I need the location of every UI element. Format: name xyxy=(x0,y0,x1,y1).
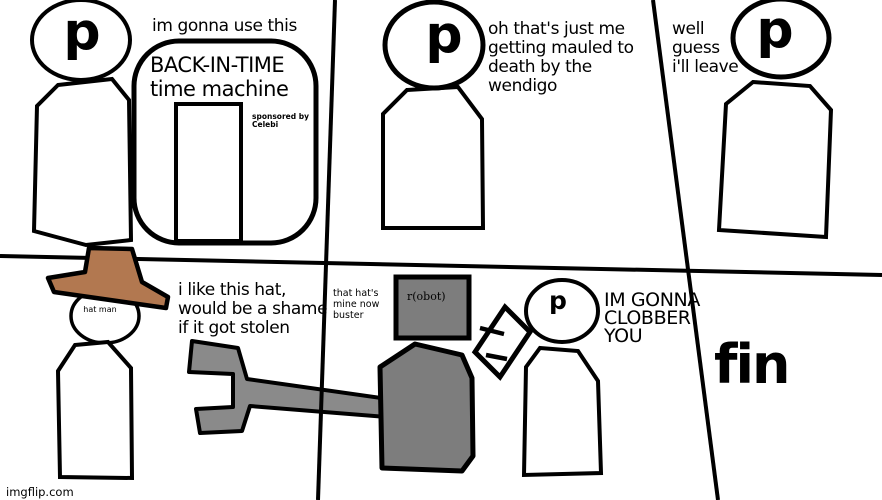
time-machine-title-line2: time machine xyxy=(150,77,288,101)
speech-hatman-line: i like this hat, xyxy=(178,280,286,300)
speech-p3-line: well xyxy=(672,19,704,39)
character-p2-head xyxy=(382,0,486,91)
speech-hatman-line: if it got stolen xyxy=(178,318,290,338)
hat-shape xyxy=(45,245,171,311)
speech-p2-line: getting mauled to xyxy=(488,38,634,58)
character-p1-body xyxy=(31,76,134,248)
speech-p2-line: wendigo xyxy=(488,76,557,96)
claw-finger-line xyxy=(485,352,508,362)
speech-p4-line: YOU xyxy=(603,325,642,347)
speech-p2-line: oh that's just me xyxy=(488,19,625,39)
character-p1-label: p xyxy=(63,2,100,62)
speech-p3-line: guess xyxy=(672,38,720,58)
robot-label: r(obot) xyxy=(407,290,446,303)
speech-p2-line: death by the xyxy=(488,57,592,77)
divider-vertical-right xyxy=(651,0,720,500)
character-p2-label: p xyxy=(425,5,462,65)
character-p4-head xyxy=(524,278,600,344)
robot-speech-line: mine now xyxy=(333,299,380,310)
speech-p3-line: i'll leave xyxy=(672,57,738,77)
robot-body xyxy=(377,341,476,474)
sponsor-note-line1: sponsored by xyxy=(252,112,309,121)
robot-speech-line: buster xyxy=(333,310,364,321)
character-p4-body xyxy=(521,345,604,478)
time-machine-door xyxy=(174,102,243,243)
imgflip-watermark: imgflip.com xyxy=(6,485,74,499)
robot-head xyxy=(393,274,472,341)
wrench-shape xyxy=(187,339,390,435)
character-p3-body xyxy=(716,79,834,240)
character-p1-head xyxy=(30,0,132,82)
character-p3-label: p xyxy=(756,0,793,60)
fin-text: fin xyxy=(714,333,788,396)
speech-p1: im gonna use this xyxy=(152,16,298,36)
hatman-label: hat man xyxy=(83,305,116,314)
time-machine-title-line1: BACK-IN-TIME xyxy=(150,53,284,77)
speech-p4-line: CLOBBER xyxy=(604,307,691,329)
speech-p4-line: IM GONNA xyxy=(604,289,700,311)
character-p2-body xyxy=(381,84,486,230)
character-p3-head xyxy=(730,0,832,80)
character-p4-label: p xyxy=(549,286,567,315)
divider-horizontal xyxy=(0,254,882,277)
robot-speech-line: that hat's xyxy=(333,288,378,299)
claw-finger-line xyxy=(479,325,505,337)
speech-hatman-line: would be a shame xyxy=(178,299,327,319)
sponsor-note-line2: Celebi xyxy=(252,120,278,129)
divider-vertical-left xyxy=(316,0,337,500)
robot-claw xyxy=(471,303,534,381)
hatman-body xyxy=(55,339,135,481)
